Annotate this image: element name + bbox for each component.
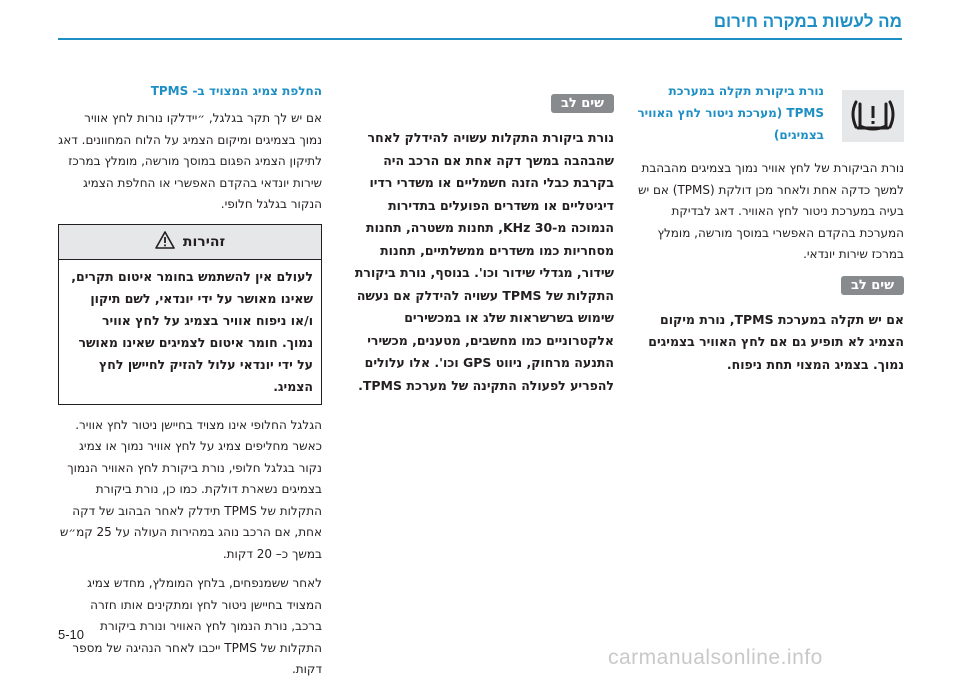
- section-title: מה לעשות במקרה חירום: [713, 12, 902, 31]
- interference-note-text: נורת ביקורת התקלות עשויה להידלק לאחר שהב…: [354, 130, 614, 393]
- reinstall-text: לאחר ששמנפחים, בלחץ המומלץ, מחדש צמיג המ…: [72, 576, 322, 676]
- tire-change-heading: החלפת צמיג המצויד ב- TPMS: [150, 84, 322, 98]
- caution-triangle-icon: [155, 230, 175, 253]
- caution-box: זהירות לעולם אין להשתמש בחומר איטום תקרי…: [58, 223, 322, 405]
- spare-tire-text: הגלגל החלופי אינו מצויד בחיישן ניטור לחץ…: [59, 417, 322, 561]
- note-badge: שים לב: [840, 275, 904, 295]
- caution-header: זהירות: [59, 224, 321, 260]
- column-tire-change: החלפת צמיג המצויד ב- TPMS אם יש לך תקר ב…: [58, 80, 322, 689]
- footer-watermark: carmanualsonline.info: [608, 646, 823, 669]
- note-text: אם יש תקלה במערכת TPMS, נורת מיקום הצמיג…: [648, 311, 904, 372]
- header-rule: [58, 38, 902, 40]
- column-tpms-malfunction: נורת ביקורת תקלה במערכת TPMS (מערכת ניטו…: [632, 80, 904, 384]
- tpms-warning-icon: [842, 90, 904, 142]
- tpms-malfunction-heading: נורת ביקורת תקלה במערכת TPMS (מערכת ניטו…: [637, 84, 824, 142]
- tpms-malfunction-text: נורת הביקורת של לחץ אוויר נמוך בצמיגים מ…: [637, 161, 904, 261]
- column-interference-note: שים לב נורת ביקורת התקלות עשויה להידלק ל…: [342, 92, 614, 405]
- note-badge: שים לב: [550, 94, 614, 113]
- caution-title: זהירות: [182, 233, 226, 250]
- page-number: 5-10: [58, 627, 85, 642]
- tire-change-text: אם יש לך תקר בגלגל, ״יידלקו נורות לחץ או…: [58, 111, 322, 211]
- caution-text: לעולם אין להשתמש בחומר איטום תקרים, שאינ…: [71, 268, 313, 394]
